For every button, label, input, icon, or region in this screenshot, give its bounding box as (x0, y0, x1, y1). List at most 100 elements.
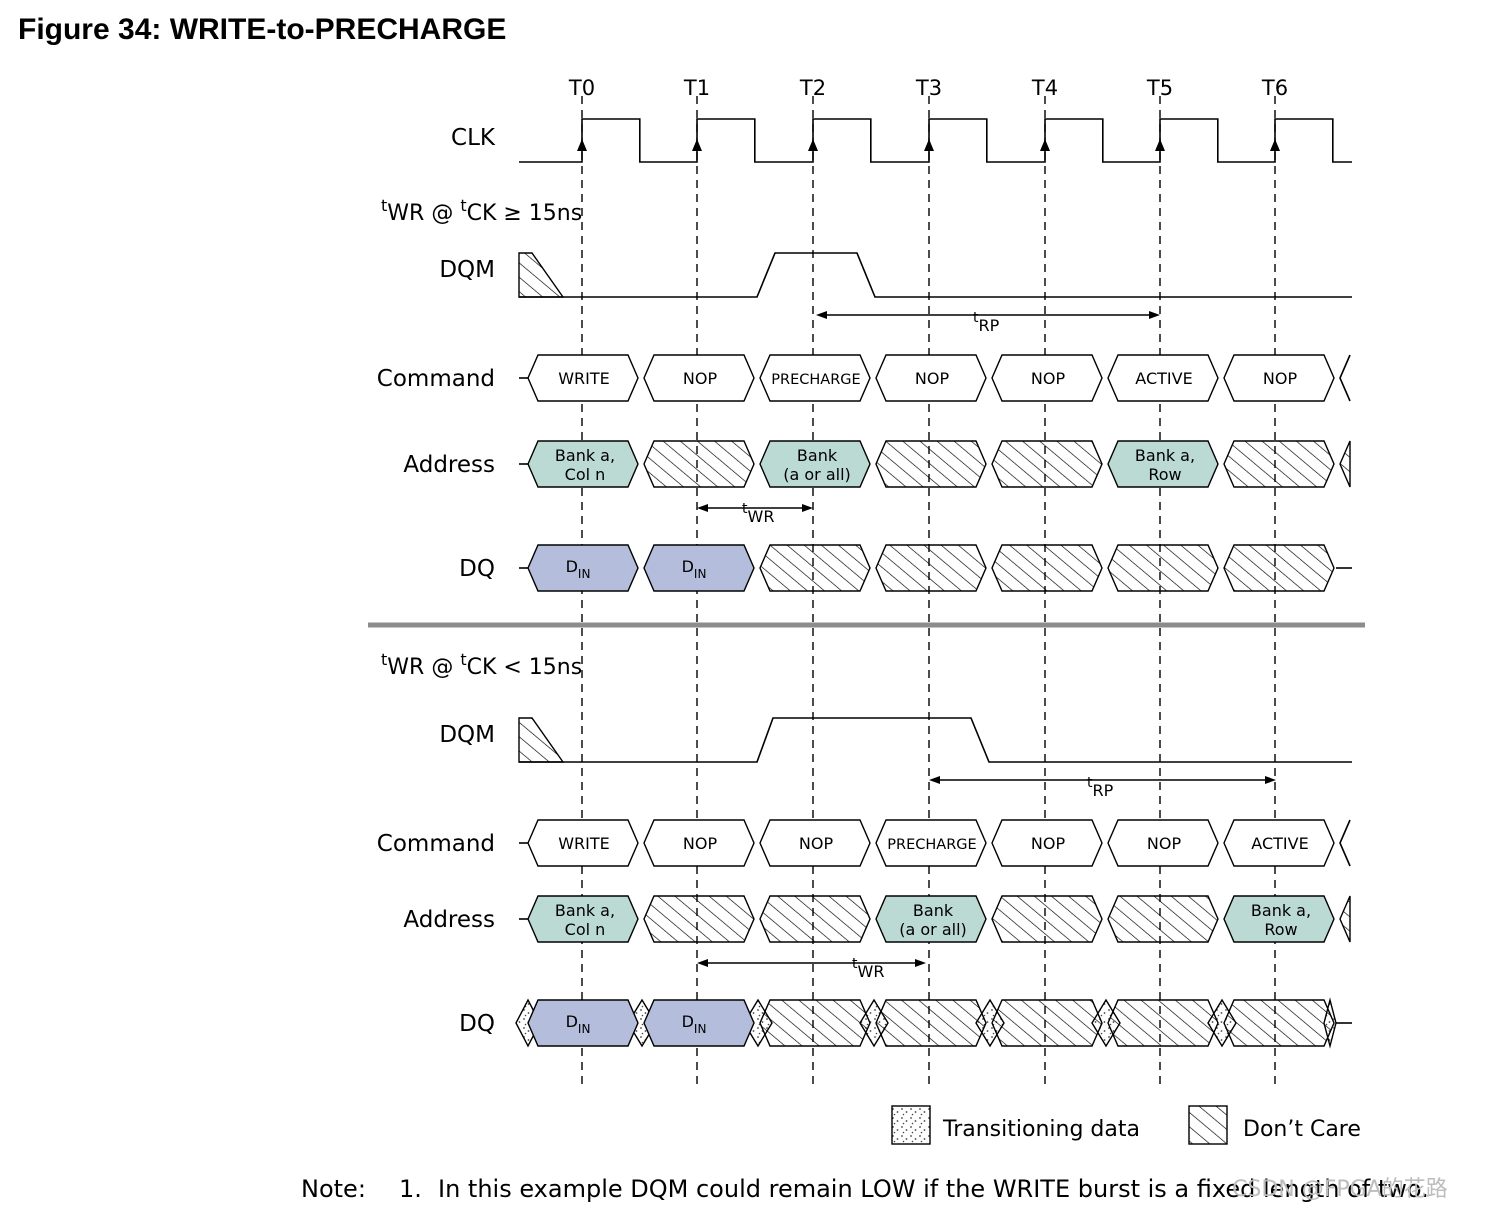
section-2-command-nop-1: NOP (683, 834, 718, 853)
clk-rising-arrow-4 (1040, 139, 1050, 151)
watermark: CSDN @FPGA的花路 (1232, 1177, 1448, 1202)
section-1-twr-arrow-head-left (697, 504, 708, 512)
section-2-trp-arrow-head-right (1265, 776, 1276, 784)
section-1-command-cell-5 (1107, 354, 1219, 402)
section-1-dq-cell-1 (643, 544, 755, 592)
legend: Transitioning data Don’t Care (891, 1105, 1361, 1145)
section-1-dq-cell-3 (875, 544, 987, 592)
section-2-dq-cell-4 (991, 999, 1103, 1047)
section-2-command-tail (1339, 819, 1351, 867)
section-2-condition-label: tWR @ tCK < 15ns (381, 650, 582, 680)
section-1-label-dq: DQ (459, 556, 495, 582)
section-1-label-address: Address (403, 452, 495, 478)
section-2-dq-cell-3 (875, 999, 987, 1047)
section-2-command-nop-5: NOP (1147, 834, 1182, 853)
section-1-command-cell-3 (875, 354, 987, 402)
section-1-dq-cell-2 (759, 544, 871, 592)
section-2-twr-label: tWR (852, 956, 884, 981)
section-1-dq-cell-6 (1223, 544, 1335, 592)
section-2-command-cell-2 (759, 819, 871, 867)
section-1-command-cell-4 (991, 354, 1103, 402)
section-1-dq-cell-5 (1107, 544, 1219, 592)
section-2-address-line1-0: Bank a, (555, 901, 615, 920)
note-text: In this example DQM could remain LOW if … (438, 1175, 1429, 1203)
legend-transitioning-label: Transitioning data (942, 1117, 1140, 1142)
section-1-dqm-waveform (519, 252, 1352, 298)
section-2-trp-label: tRP (1087, 775, 1114, 800)
section-1-trp-arrow-head-right (1149, 311, 1160, 319)
clk-rising-arrow-0 (577, 139, 587, 151)
section-1-condition-label: tWR @ tCK ≥ 15ns (381, 196, 582, 226)
section-2-command-nop-2: NOP (799, 834, 834, 853)
section-2-command-cell-3 (875, 819, 987, 867)
section-1-address-line1-2: Bank (797, 446, 838, 465)
clk-label-clk: CLK (451, 125, 496, 151)
section-2-dqm-waveform (519, 717, 1352, 763)
section-2-address-cell-5 (1107, 895, 1219, 943)
section-1-command-write-0: WRITE (558, 369, 610, 388)
section-2-command-cell-1 (643, 819, 755, 867)
clk-rising-arrow-6 (1270, 139, 1280, 151)
section-1-address-line2-0: Col n (565, 465, 606, 484)
section-1-label-command: Command (377, 366, 495, 392)
section-2-address-line2-3: (a or all) (899, 920, 967, 939)
section-2-address-line2-6: Row (1264, 920, 1297, 939)
section-1-trp-arrow-head-left (816, 311, 827, 319)
section-1-dq-cell-4 (991, 544, 1103, 592)
section-2-dq-cell-6 (1223, 999, 1335, 1047)
section-2-address-cell-6 (1223, 895, 1335, 943)
section-1-address-cell-4 (991, 440, 1103, 488)
legend-dontcare-label: Don’t Care (1243, 1117, 1361, 1142)
section-2-address-cell-3 (875, 895, 987, 943)
section-1-address-cell-6 (1223, 440, 1335, 488)
note-number: 1. (399, 1175, 422, 1203)
section-2-dqm-hatch (518, 717, 565, 763)
note-label: Note: (301, 1175, 366, 1203)
section-2-label-dq: DQ (459, 1011, 495, 1037)
clk-rising-arrow-2 (808, 139, 818, 151)
section-1-command-nop-1: NOP (683, 369, 718, 388)
section-2-command-cell-5 (1107, 819, 1219, 867)
section-1-label-dqm: DQM (439, 257, 495, 283)
section-1-command-active-5: ACTIVE (1135, 369, 1192, 388)
section-2-command-write-0: WRITE (558, 834, 610, 853)
section-2-dq-cell-5 (1107, 999, 1219, 1047)
section-2-dq-din-1: DIN (682, 1012, 707, 1036)
section-2-twr-arrow-head-right (915, 959, 926, 967)
footnote: Note: 1. In this example DQM could remai… (301, 1175, 1429, 1203)
section-1-address-line2-5: Row (1148, 465, 1181, 484)
clk-rising-arrow-1 (692, 139, 702, 151)
section-1-command-nop-3: NOP (915, 369, 950, 388)
section-2-address-cell-2 (759, 895, 871, 943)
section-1-address-line1-5: Bank a, (1135, 446, 1195, 465)
section-2-twr-arrow-head-left (697, 959, 708, 967)
legend-transitioning-swatch (891, 1105, 931, 1145)
section-1-command-tail (1339, 354, 1351, 402)
section-2-command-active-6: ACTIVE (1251, 834, 1308, 853)
section-2-address-cell-4 (991, 895, 1103, 943)
section-2-dq-din-0: DIN (566, 1012, 591, 1036)
section-2-command-precharge-3: PRECHARGE (887, 837, 976, 853)
section-1-command-cell-1 (643, 354, 755, 402)
clk-rising-arrow-3 (924, 139, 934, 151)
section-1-address-cell-1 (643, 440, 755, 488)
section-2-label-dqm: DQM (439, 722, 495, 748)
section-2-command-cell-4 (991, 819, 1103, 867)
section-2-dq-cell-0 (527, 999, 639, 1047)
section-2-command-nop-4: NOP (1031, 834, 1066, 853)
section-1-address-cell-0 (527, 440, 639, 488)
section-1-address-line1-0: Bank a, (555, 446, 615, 465)
section-1-command-nop-4: NOP (1031, 369, 1066, 388)
section-2-address-tail (1339, 895, 1351, 943)
section-2-address-line1-6: Bank a, (1251, 901, 1311, 920)
section-2-trp-arrow-head-left (929, 776, 940, 784)
section-1-address-cell-5 (1107, 440, 1219, 488)
section-1-address-cell-3 (875, 440, 987, 488)
section-1-address-cell-2 (759, 440, 871, 488)
section-1-address-line2-2: (a or all) (783, 465, 851, 484)
section-1-trp-label: tRP (973, 310, 1000, 335)
section-2-command-cell-6 (1223, 819, 1335, 867)
section-2-dq-cell-1 (643, 999, 755, 1047)
section-1-dqm-hatch (518, 252, 565, 298)
